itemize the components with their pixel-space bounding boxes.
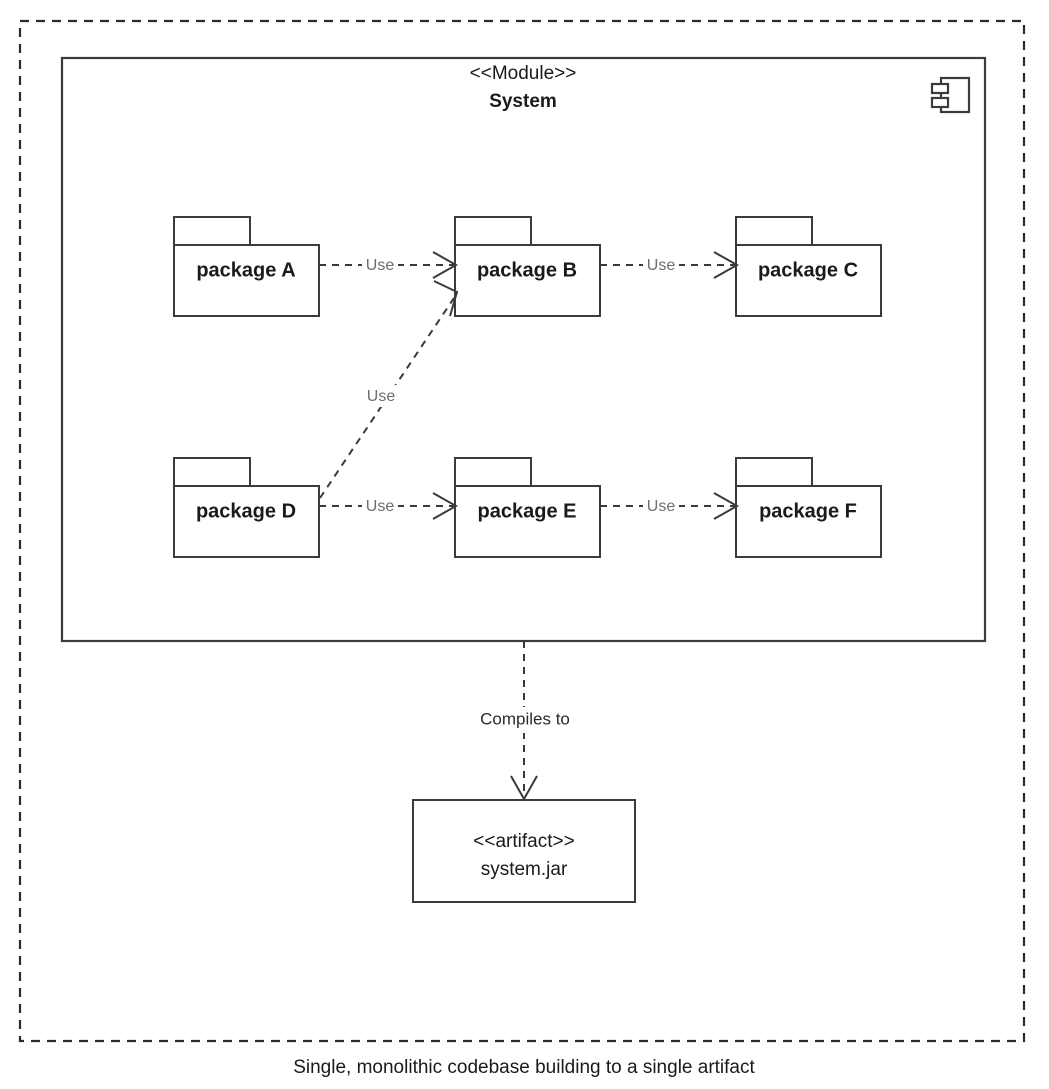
compiles-to-edge[interactable]: Compiles to (455, 641, 595, 802)
dependency-e-to-f-label: Use (647, 498, 676, 515)
compiles-to-label: Compiles to (480, 709, 570, 728)
package-e-label: package E (478, 500, 577, 522)
artifact-system-jar[interactable]: <<artifact>> system.jar (412, 799, 636, 903)
dependency-a-to-b-label: Use (366, 257, 395, 274)
dependency-e-to-f[interactable]: Use (600, 492, 740, 520)
package-c-label: package C (758, 259, 858, 281)
diagram-caption: Single, monolithic codebase building to … (293, 1057, 755, 1078)
dependency-d-to-e-label: Use (366, 498, 395, 515)
package-b-label: package B (477, 259, 577, 281)
codebase-boundary (18, 19, 1026, 1043)
package-a[interactable]: package A (173, 216, 320, 317)
package-d[interactable]: package D (173, 457, 320, 558)
artifact-stereotype: <<artifact>> (473, 831, 574, 852)
package-b[interactable]: package B (454, 216, 601, 317)
dependency-d-to-b[interactable]: Use (319, 280, 459, 499)
component-icon (930, 76, 971, 114)
artifact-name: system.jar (481, 859, 568, 880)
dependency-a-to-b[interactable]: Use (319, 251, 459, 279)
package-e[interactable]: package E (454, 457, 601, 558)
package-c[interactable]: package C (735, 216, 882, 317)
dependency-d-to-e[interactable]: Use (319, 492, 459, 520)
dependency-b-to-c[interactable]: Use (600, 251, 740, 279)
package-d-label: package D (196, 500, 296, 522)
dependency-d-to-b-label: Use (367, 388, 396, 405)
dependency-b-to-c-label: Use (647, 257, 676, 274)
module-name: System (489, 91, 557, 112)
package-f[interactable]: package F (735, 457, 882, 558)
module-stereotype: <<Module>> (470, 63, 577, 84)
package-f-label: package F (759, 500, 857, 522)
package-a-label: package A (196, 259, 295, 281)
